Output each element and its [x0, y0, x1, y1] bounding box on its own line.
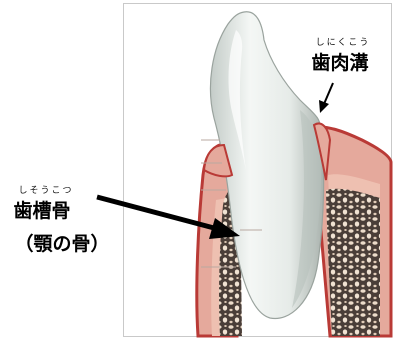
sulcus-label: 歯肉溝	[311, 51, 368, 74]
bone-reading: しそうこつ	[18, 185, 73, 196]
alveolar-bone-right	[326, 189, 380, 336]
bone-label: 歯槽骨	[13, 199, 70, 222]
bone-label-note: （顎の骨）	[14, 232, 109, 255]
sulcus-reading: しにくこう	[316, 37, 371, 48]
